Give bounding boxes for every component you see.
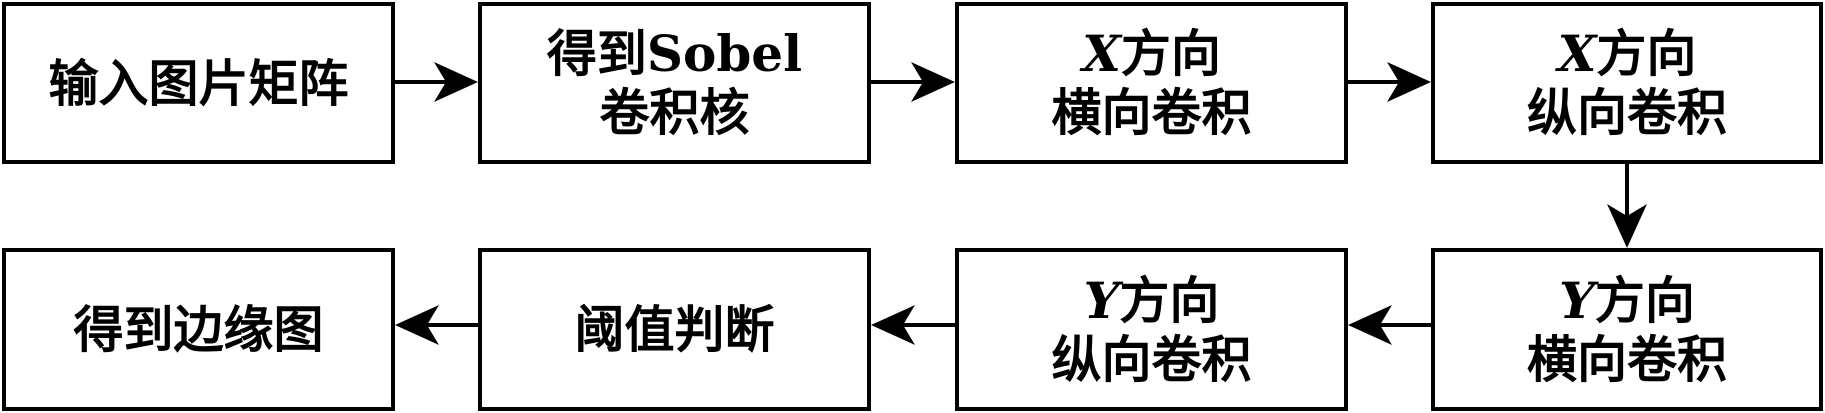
node-edge-map-line-1: 得到边缘图	[73, 300, 324, 359]
node-y-horizontal-conv-line-2: 横向卷积	[1527, 329, 1727, 389]
flow-arrow-3	[1348, 62, 1431, 102]
flow-arrow-6-head	[871, 305, 915, 345]
node-y-horizontal-conv: Y方向 横向卷积	[1431, 248, 1823, 411]
node-x-horizontal-conv: X方向 横向卷积	[955, 2, 1348, 164]
node-sobel-kernel-line-2: 卷积核	[599, 83, 750, 142]
flow-arrow-1-head	[434, 62, 478, 102]
node-x-vertical-conv-line-1: X方向	[1557, 24, 1697, 83]
node-threshold: 阈值判断	[478, 248, 871, 411]
variable-x: X	[1557, 24, 1597, 83]
node-edge-map: 得到边缘图	[2, 248, 395, 411]
node-x-horizontal-conv-line-2: 横向卷积	[1051, 83, 1252, 142]
flow-arrow-1	[395, 62, 478, 102]
flow-arrow-5	[1348, 305, 1431, 345]
flow-arrow-5-head	[1348, 305, 1392, 345]
variable-y: Y	[1559, 270, 1595, 330]
node-sobel-kernel-line-1: 得到Sobel	[546, 24, 803, 83]
flow-arrow-6	[871, 305, 955, 345]
node-input-matrix-line-1: 输入图片矩阵	[48, 53, 349, 113]
flow-arrow-2	[871, 62, 955, 102]
node-input-matrix: 输入图片矩阵	[2, 2, 395, 164]
flow-arrow-2-head	[911, 62, 955, 102]
node-y-vertical-conv-line-1: Y方向	[1083, 270, 1220, 330]
node-sobel-kernel: 得到Sobel 卷积核	[478, 2, 871, 164]
node-x-vertical-conv: X方向 纵向卷积	[1431, 2, 1823, 164]
flow-arrow-7-head	[395, 305, 439, 345]
node-y-vertical-conv: Y方向 纵向卷积	[955, 248, 1348, 411]
variable-y: Y	[1083, 270, 1120, 330]
node-x-horizontal-conv-line-1: X方向	[1082, 24, 1221, 83]
node-x-vertical-conv-line-2: 纵向卷积	[1527, 83, 1727, 142]
node-y-vertical-conv-line-2: 纵向卷积	[1051, 329, 1252, 389]
variable-x: X	[1082, 24, 1121, 83]
flow-arrow-4	[1607, 164, 1647, 248]
flow-arrow-7	[395, 305, 478, 345]
flow-arrow-3-head	[1387, 62, 1431, 102]
flow-arrow-4-head	[1607, 204, 1647, 248]
node-y-horizontal-conv-line-1: Y方向	[1559, 270, 1695, 330]
node-threshold-line-1: 阈值判断	[574, 300, 775, 359]
